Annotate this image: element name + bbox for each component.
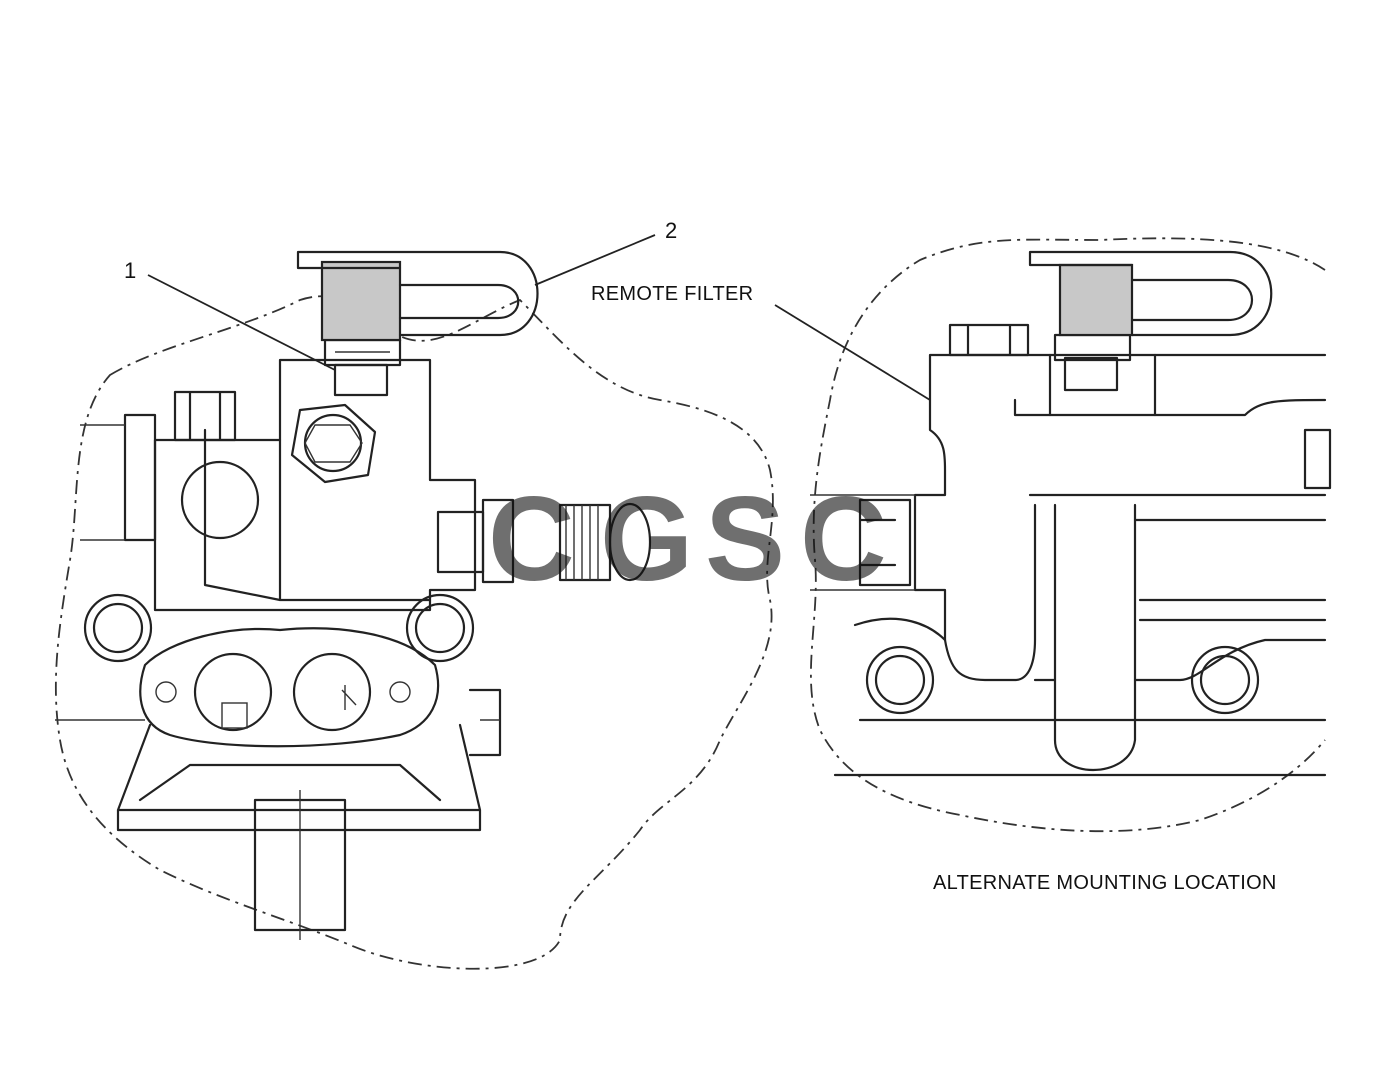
alternate-mounting-bolt-right xyxy=(1190,645,1260,715)
pump-base xyxy=(116,723,482,832)
leader-line-1 xyxy=(147,274,336,371)
watermark-letter-c2: C xyxy=(800,472,887,606)
filter-base-housing xyxy=(153,358,477,612)
mounting-bolt-center xyxy=(405,593,475,663)
watermark-letter-s: S xyxy=(705,472,785,606)
top-bolt xyxy=(173,390,237,442)
main-view xyxy=(54,250,774,970)
port-plug xyxy=(180,460,260,540)
outlet-fitting xyxy=(436,510,485,574)
flange-plate xyxy=(139,627,440,748)
handle-grip xyxy=(320,260,402,342)
alternate-location-label: ALTERNATE MOUNTING LOCATION xyxy=(933,872,1277,894)
alternate-mounting-bolt-left xyxy=(865,645,935,715)
remote-filter-label: REMOTE FILTER xyxy=(591,283,753,305)
alternate-view xyxy=(810,237,1332,833)
lower-shaft xyxy=(253,798,347,932)
cutaway-boundary-main xyxy=(54,295,774,970)
alternate-filter-handle xyxy=(1028,250,1273,337)
callout-2: 2 xyxy=(665,218,677,243)
filter-handle xyxy=(296,250,539,337)
cutaway-boundary-alternate xyxy=(810,237,1326,833)
hex-bolt xyxy=(290,403,377,484)
mounting-bolt-left xyxy=(83,593,153,663)
leader-line-2 xyxy=(534,234,656,286)
leader-line-remote-filter xyxy=(774,304,931,401)
watermark-letter-g: G xyxy=(600,472,693,606)
cgsc-watermark: C G S C xyxy=(488,472,887,606)
drain-valve xyxy=(333,363,389,397)
callout-1: 1 xyxy=(124,258,136,283)
watermark-letter-c1: C xyxy=(488,472,575,606)
